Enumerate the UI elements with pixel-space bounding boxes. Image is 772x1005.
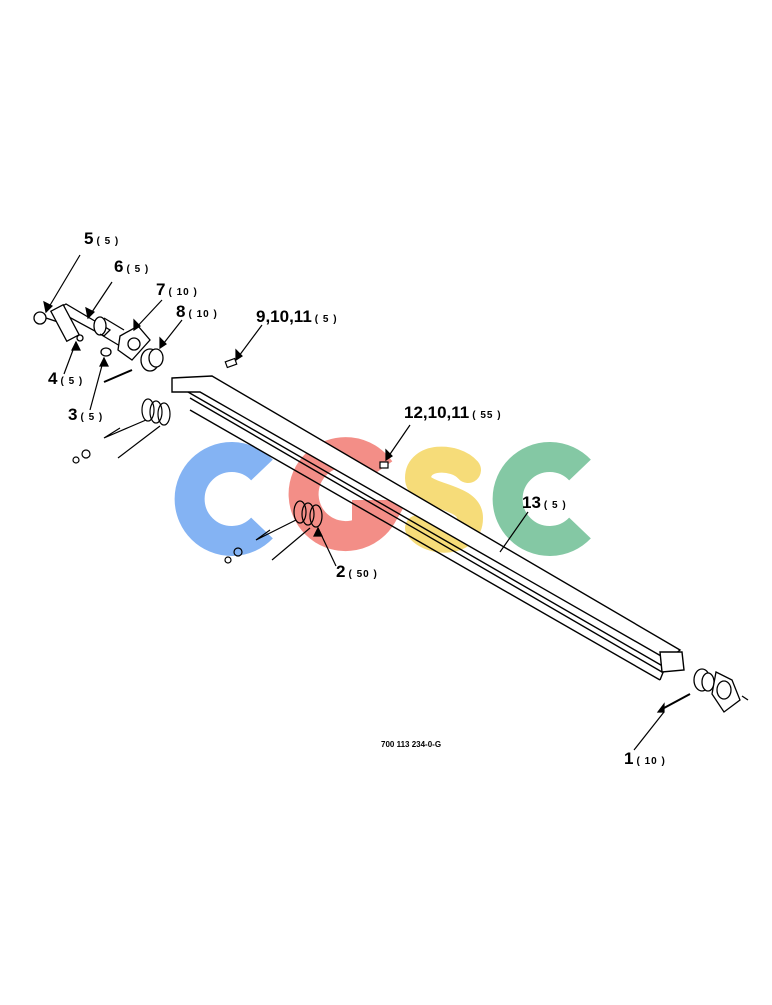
center-spring-tine xyxy=(224,500,323,564)
callout-3: 3( 5 ) xyxy=(68,406,103,424)
callout-4-label: 4 xyxy=(48,369,58,388)
callout-6-qty: ( 5 ) xyxy=(126,264,150,275)
callout-1-qty: ( 10 ) xyxy=(636,756,666,767)
callout-6-label: 6 xyxy=(114,257,124,276)
callout-4-qty: ( 5 ) xyxy=(60,376,84,387)
callout-9-10-11-qty: ( 5 ) xyxy=(314,314,338,325)
watermark-letter-c1 xyxy=(174,442,273,556)
callout-8-label: 8 xyxy=(176,302,186,321)
callout-13: 13( 5 ) xyxy=(522,494,567,512)
callout-2-qty: ( 50 ) xyxy=(348,569,378,580)
left-spring-tine xyxy=(72,398,171,464)
callout-12-10-11-label: 12,10,11 xyxy=(404,403,470,422)
watermark xyxy=(174,437,591,556)
callout-8: 8( 10 ) xyxy=(176,303,218,321)
watermark-letter-g xyxy=(288,437,408,552)
callout-13-qty: ( 5 ) xyxy=(543,500,567,511)
callout-12-10-11: 12,10,11( 55 ) xyxy=(404,404,502,422)
callout-5-label: 5 xyxy=(84,229,94,248)
callout-7-qty: ( 10 ) xyxy=(168,287,198,298)
callout-12-10-11-qty: ( 55 ) xyxy=(472,410,502,421)
callout-7: 7( 10 ) xyxy=(156,281,198,299)
leader-lines xyxy=(43,254,665,751)
callout-9-10-11-label: 9,10,11 xyxy=(256,307,312,326)
channel-bar xyxy=(171,375,685,681)
callout-8-qty: ( 10 ) xyxy=(188,309,218,320)
callout-5: 5( 5 ) xyxy=(84,230,119,248)
callout-3-qty: ( 5 ) xyxy=(80,412,104,423)
callout-6: 6( 5 ) xyxy=(114,258,149,276)
callout-9-10-11: 9,10,11( 5 ) xyxy=(256,308,338,326)
callout-7-label: 7 xyxy=(156,280,166,299)
callout-2-label: 2 xyxy=(336,562,346,581)
left-end-assembly xyxy=(33,303,164,383)
callout-1-label: 1 xyxy=(624,749,634,768)
watermark-letter-c2 xyxy=(492,442,591,556)
drawing-number: 700 113 234-0-G xyxy=(381,740,442,749)
callout-4: 4( 5 ) xyxy=(48,370,83,388)
callout-5-qty: ( 5 ) xyxy=(96,236,120,247)
callout-3-label: 3 xyxy=(68,405,78,424)
watermark-letter-s xyxy=(404,446,484,553)
right-end-assembly xyxy=(663,668,749,713)
callout-2: 2( 50 ) xyxy=(336,563,378,581)
bolts xyxy=(224,357,389,469)
callout-13-label: 13 xyxy=(522,493,541,512)
callout-1: 1( 10 ) xyxy=(624,750,666,768)
